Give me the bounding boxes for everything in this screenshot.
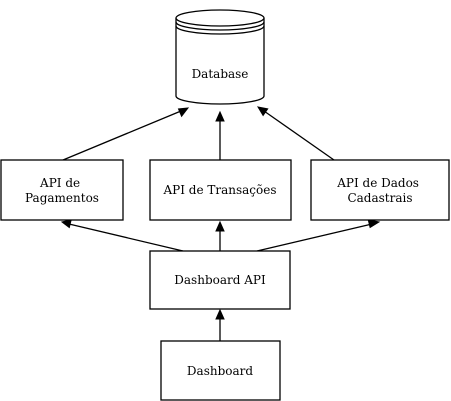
database-cylinder-ring-2 (175, 25, 265, 35)
api-transacoes-node[interactable]: API de Transações (149, 159, 292, 221)
database-cylinder-body (175, 18, 265, 105)
arrow-api-pagamentos-to-database (62, 107, 190, 161)
arrow-dashboard-api-to-api-dados-cadastrais (256, 219, 381, 252)
database-node[interactable]: Database (175, 9, 265, 105)
database-label: Database (192, 67, 249, 81)
dashboard-api-box (149, 250, 291, 310)
dashboard-api-node[interactable]: Dashboard API (149, 250, 291, 310)
api-transacoes-label: API de Transações (162, 183, 276, 197)
api-dados-cadastrais-label: API de Dados Cadastrais (336, 176, 423, 205)
arrow-dashboard-to-dashboard-api (215, 308, 225, 341)
arrow-dashboard-api-to-api-transacoes (215, 220, 225, 251)
database-cylinder-top (175, 9, 265, 27)
dashboard-api-label: Dashboard API (174, 273, 266, 287)
api-pagamentos-box (0, 159, 124, 221)
api-dados-cadastrais-node[interactable]: API de Dados Cadastrais (310, 159, 450, 221)
arrow-api-dados-cadastrais-to-database (256, 106, 335, 161)
dashboard-node[interactable]: Dashboard (160, 340, 281, 401)
api-pagamentos-node[interactable]: API de Pagamentos (0, 159, 124, 221)
arrow-dashboard-api-to-api-pagamentos (60, 219, 184, 252)
database-cylinder-ring-1 (175, 21, 265, 31)
dashboard-box (160, 340, 281, 401)
api-pagamentos-label: API de Pagamentos (25, 176, 99, 205)
dashboard-label: Dashboard (187, 364, 253, 378)
arrow-api-transacoes-to-database (215, 110, 225, 160)
api-transacoes-box (149, 159, 292, 221)
api-dados-cadastrais-box (310, 159, 450, 221)
edges (60, 106, 381, 341)
